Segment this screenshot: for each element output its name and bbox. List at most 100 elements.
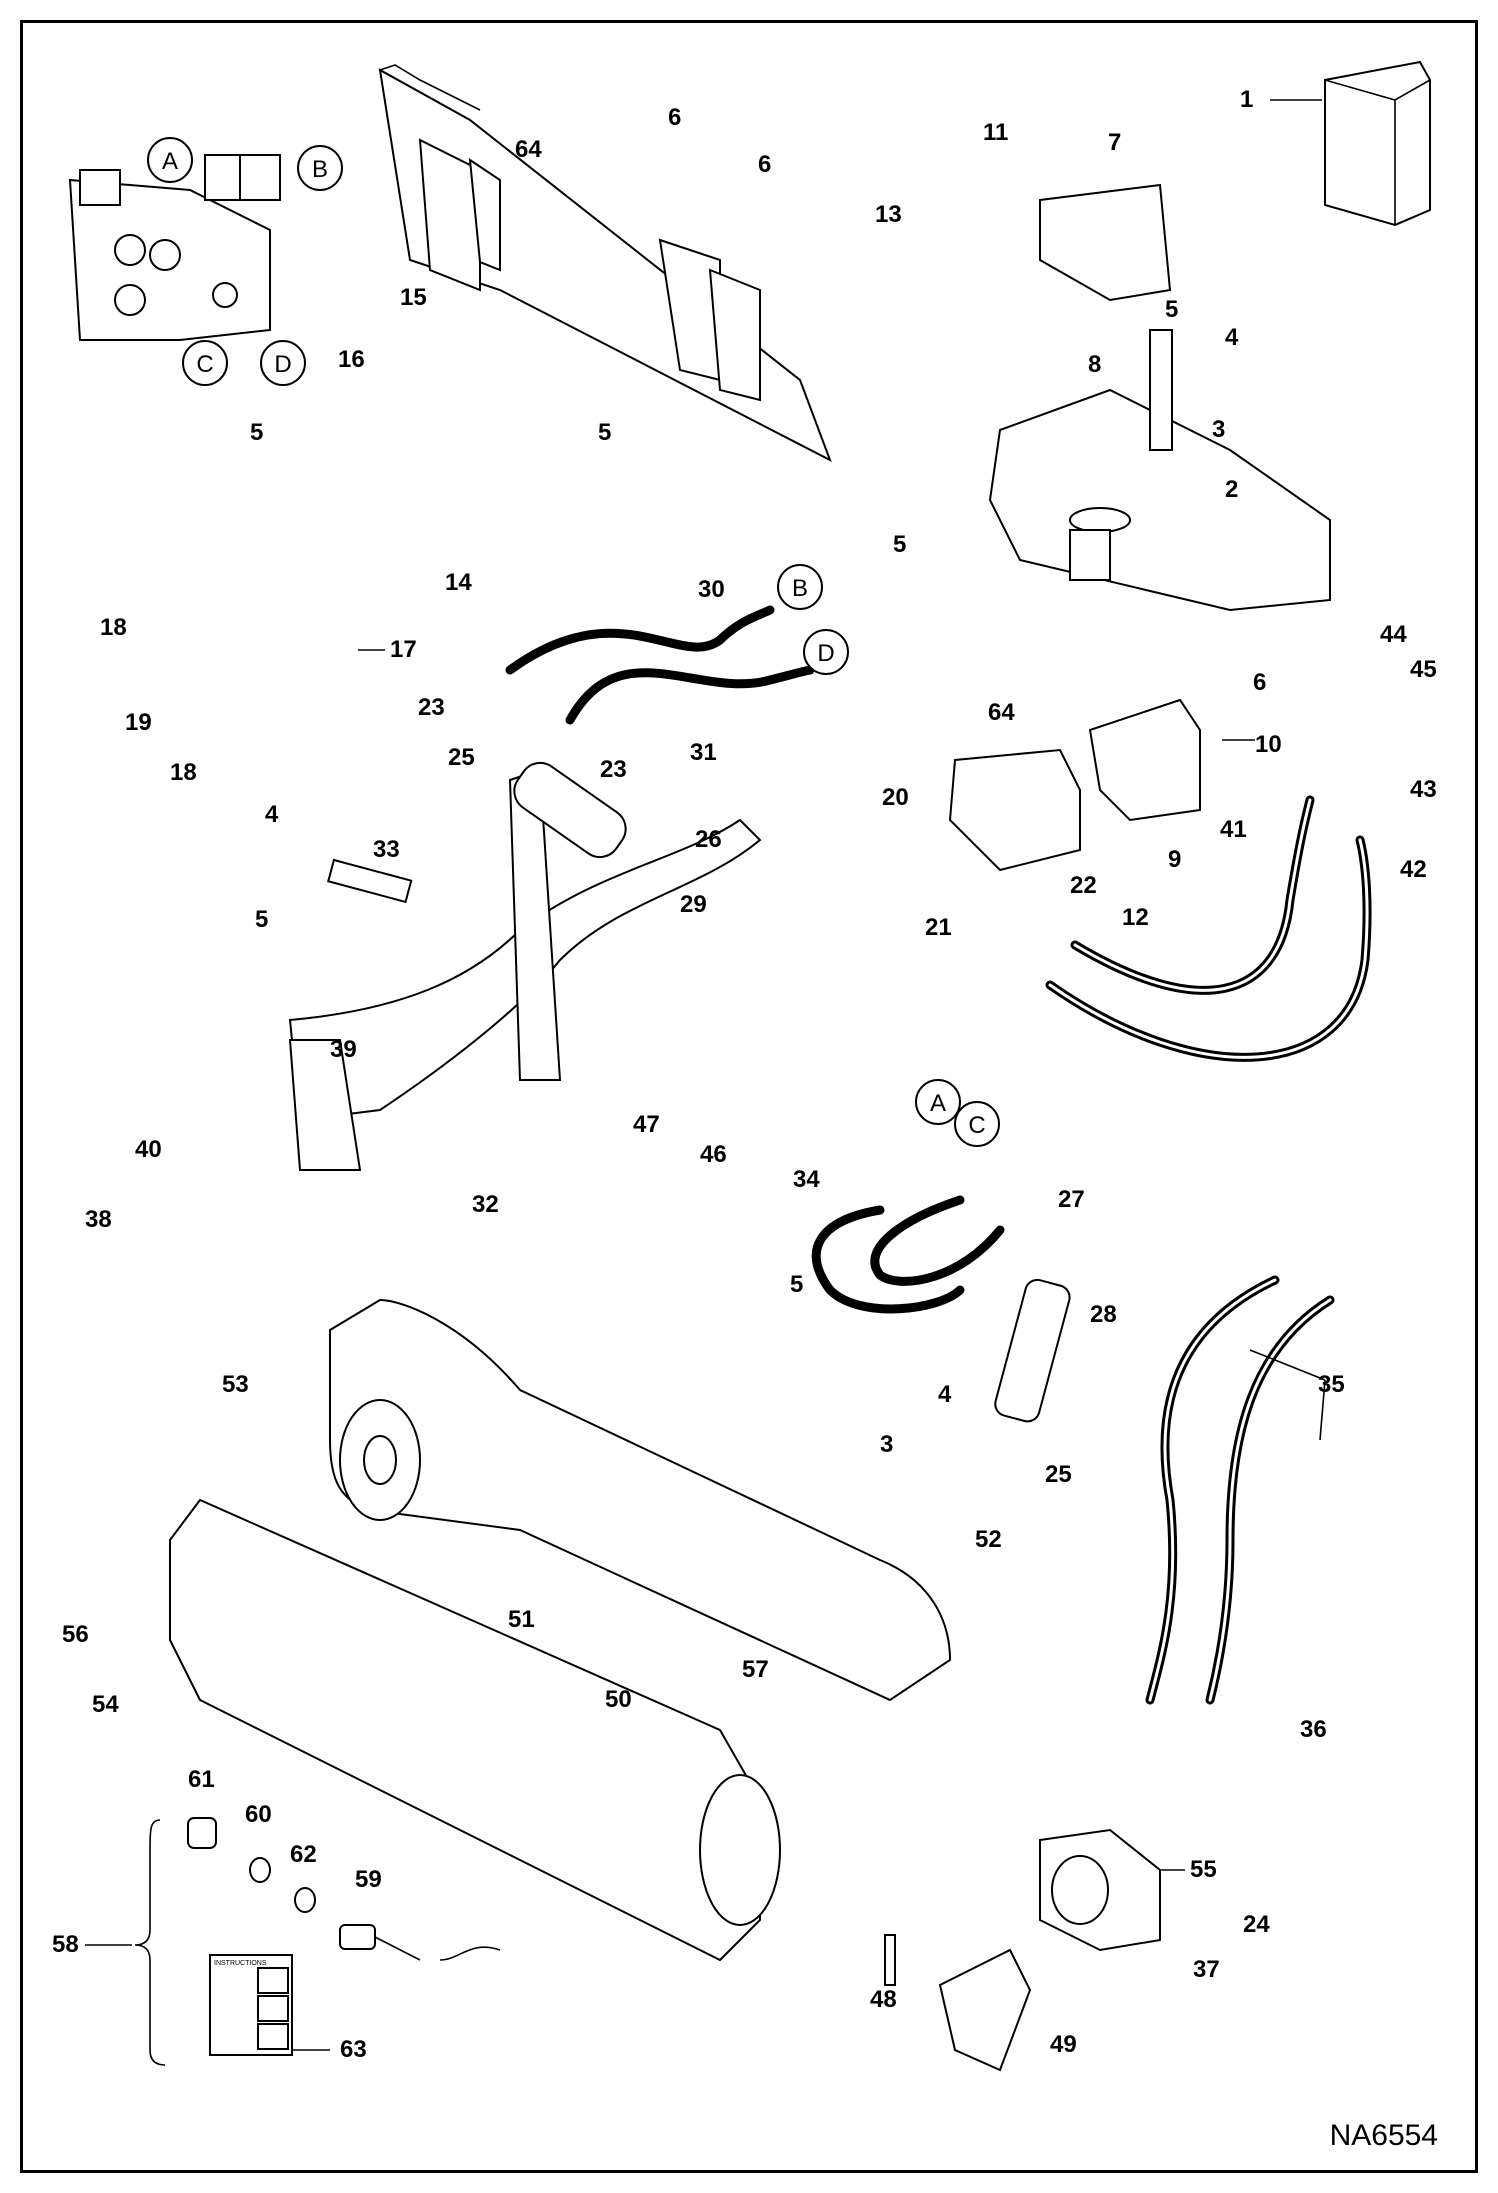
callout-5b: 5 bbox=[250, 419, 263, 446]
callout-5c: 5 bbox=[598, 419, 611, 446]
callout-50: 50 bbox=[605, 1686, 632, 1713]
callout-59: 59 bbox=[355, 1866, 382, 1893]
callout-3a: 3 bbox=[1212, 416, 1225, 443]
callout-32: 32 bbox=[472, 1191, 499, 1218]
svg-text:B: B bbox=[312, 156, 328, 183]
connection-circle-a: A bbox=[147, 137, 193, 183]
callout-49: 49 bbox=[1050, 2031, 1077, 2058]
callout-37: 37 bbox=[1193, 1956, 1220, 1983]
callout-11: 11 bbox=[983, 119, 1008, 146]
leader-lines bbox=[85, 649, 1326, 2051]
callout-16: 16 bbox=[338, 346, 365, 373]
callout-23a: 23 bbox=[418, 694, 445, 721]
callout-22: 22 bbox=[1070, 872, 1097, 899]
callout-13: 13 bbox=[875, 201, 902, 228]
callout-6a: 6 bbox=[668, 104, 681, 131]
callout-47: 47 bbox=[633, 1111, 660, 1138]
callout-62: 62 bbox=[290, 1841, 317, 1868]
callout-7: 7 bbox=[1108, 129, 1121, 156]
svg-text:A: A bbox=[930, 1090, 946, 1117]
callout-4c: 4 bbox=[938, 1381, 952, 1408]
connection-circle-d-hose: D bbox=[803, 629, 849, 675]
callout-60: 60 bbox=[245, 1801, 272, 1828]
callout-63: 63 bbox=[340, 2036, 367, 2063]
callout-27: 27 bbox=[1058, 1186, 1085, 1213]
callout-6b: 6 bbox=[758, 151, 771, 178]
callout-29: 29 bbox=[680, 891, 707, 918]
connection-circle-b-hose: B bbox=[777, 564, 823, 610]
part-drum-54 bbox=[169, 1498, 781, 1962]
callout-24: 24 bbox=[1243, 1911, 1270, 1938]
part-mount-plate-64 bbox=[378, 64, 832, 463]
callout-53: 53 bbox=[222, 1371, 249, 1398]
part-cylinder-29 bbox=[513, 761, 627, 859]
callout-34: 34 bbox=[793, 1166, 820, 1193]
callout-40: 40 bbox=[135, 1136, 162, 1163]
callout-4a: 4 bbox=[1225, 324, 1239, 351]
connection-circle-d: D bbox=[260, 340, 306, 386]
connection-circle-c: C bbox=[182, 340, 228, 386]
callout-1: 1 bbox=[1240, 86, 1253, 113]
callout-25b: 25 bbox=[1045, 1461, 1072, 1488]
callout-15: 15 bbox=[400, 284, 427, 311]
callout-21: 21 bbox=[925, 914, 952, 941]
callout-46: 46 bbox=[700, 1141, 727, 1168]
part-cylinder-28 bbox=[994, 1278, 1071, 1423]
part-valve-64-mid bbox=[948, 698, 1201, 872]
callout-26: 26 bbox=[695, 826, 722, 853]
callout-30: 30 bbox=[698, 576, 725, 603]
callout-52: 52 bbox=[975, 1526, 1002, 1553]
manual-cover-text: INSTRUCTIONS bbox=[214, 1960, 267, 1967]
callout-56: 56 bbox=[62, 1621, 89, 1648]
callout-36: 36 bbox=[1300, 1716, 1327, 1743]
callout-8: 8 bbox=[1088, 351, 1101, 378]
callout-45: 45 bbox=[1410, 656, 1437, 683]
part-top-frame-2 bbox=[988, 183, 1331, 612]
callout-38: 38 bbox=[85, 1206, 112, 1233]
callout-48: 48 bbox=[870, 1986, 897, 2013]
callout-14: 14 bbox=[445, 569, 472, 596]
svg-text:C: C bbox=[968, 1112, 985, 1139]
connection-circle-c-hose: C bbox=[954, 1101, 1000, 1147]
callout-28: 28 bbox=[1090, 1301, 1117, 1328]
callout-42: 42 bbox=[1400, 856, 1427, 883]
part-pin-33 bbox=[327, 858, 413, 904]
part-manual-63: INSTRUCTIONS bbox=[209, 1954, 293, 2056]
callout-20: 20 bbox=[882, 784, 909, 811]
callout-39: 39 bbox=[330, 1036, 357, 1063]
callout-44: 44 bbox=[1380, 621, 1407, 648]
callout-58: 58 bbox=[52, 1931, 79, 1958]
callout-25a: 25 bbox=[448, 744, 475, 771]
svg-text:B: B bbox=[792, 575, 808, 602]
callout-31: 31 bbox=[690, 739, 717, 766]
drawing-id: NA6554 bbox=[1329, 2119, 1438, 2152]
callout-64b: 64 bbox=[988, 699, 1015, 726]
callout-51: 51 bbox=[508, 1606, 535, 1633]
svg-text:D: D bbox=[274, 351, 291, 378]
part-bracket-48-49 bbox=[884, 1934, 1032, 2072]
callout-41: 41 bbox=[1220, 816, 1247, 843]
callout-55: 55 bbox=[1190, 1856, 1217, 1883]
part-arm-frame-32 bbox=[288, 768, 762, 1171]
callout-43: 43 bbox=[1410, 776, 1437, 803]
hose-41-42 bbox=[1045, 795, 1372, 1062]
callout-61: 61 bbox=[188, 1766, 215, 1793]
callout-5a: 5 bbox=[1165, 296, 1178, 323]
callout-9: 9 bbox=[1168, 846, 1181, 873]
svg-text:C: C bbox=[196, 351, 213, 378]
hose-35 bbox=[1145, 1275, 1335, 1705]
part-box-1 bbox=[1324, 60, 1431, 227]
callout-18b: 18 bbox=[170, 759, 197, 786]
callout-57: 57 bbox=[742, 1656, 769, 1683]
callout-19: 19 bbox=[125, 709, 152, 736]
hose-30-31 bbox=[505, 605, 815, 725]
callout-5d: 5 bbox=[893, 531, 906, 558]
part-valve-block bbox=[68, 154, 281, 341]
callout-2: 2 bbox=[1225, 476, 1238, 503]
callout-5f: 5 bbox=[790, 1271, 803, 1298]
connection-circle-a-hose: A bbox=[915, 1079, 961, 1125]
callout-23b: 23 bbox=[600, 756, 627, 783]
connection-circle-b: B bbox=[297, 145, 343, 191]
callouts: 1 2 3 3 4 4 4 5 5 5 5 5 5 6 6 6 7 8 9 10… bbox=[52, 86, 1437, 2063]
